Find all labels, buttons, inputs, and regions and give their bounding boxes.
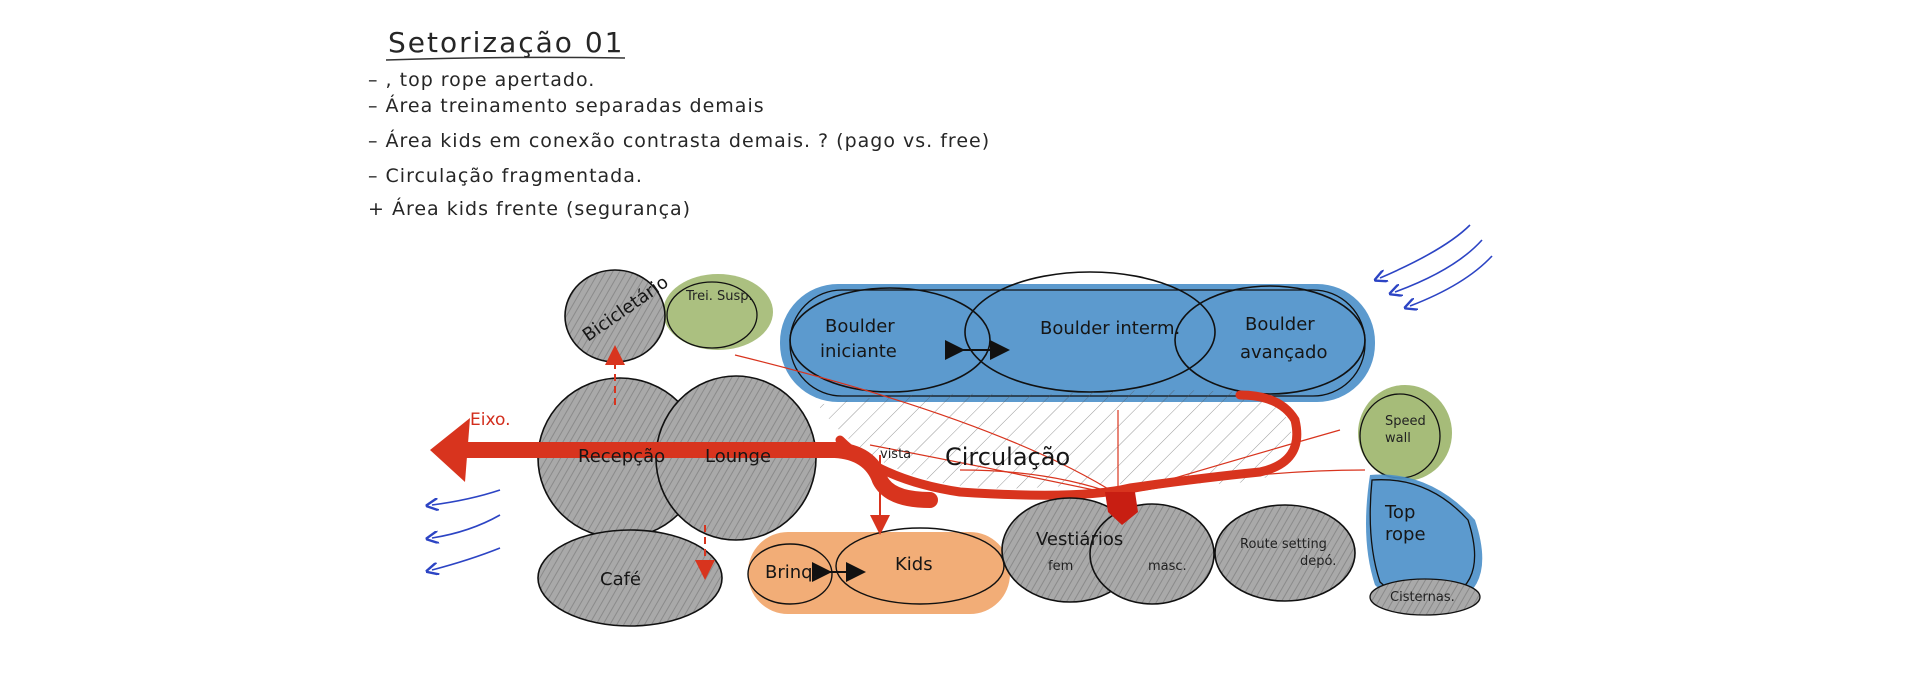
main-axis-arrowhead [430, 418, 470, 482]
recepcao-label: Recepção [578, 446, 665, 467]
route-setting-label: Route setting [1240, 537, 1327, 552]
lounge-label: Lounge [705, 446, 771, 467]
vestiario-masc-label: masc. [1148, 559, 1187, 574]
brinq-label: Brinq. [765, 562, 818, 583]
cafe-zone [537, 529, 723, 627]
treino-susp-label: Trei. Susp. [685, 289, 753, 304]
kids-band [748, 532, 1010, 614]
access-node [1105, 492, 1138, 525]
note-5: + Área kids frente (segurança) [368, 197, 691, 220]
cafe-label: Café [600, 569, 641, 590]
title-underline [385, 56, 626, 61]
speed-wall-label-2: wall [1385, 431, 1411, 446]
circulation-hatch [818, 390, 1293, 489]
cisternas-label: Cisternas. [1390, 590, 1455, 605]
route-depo-label: depó. [1300, 554, 1336, 569]
vestiarios-label: Vestiários [1036, 529, 1123, 550]
wind-arrows-right [1380, 224, 1493, 306]
note-3: – Área kids em conexão contrasta demais.… [368, 129, 990, 152]
boulder-avancado-label-2: avançado [1240, 342, 1328, 363]
boulder-iniciante-label-1: Boulder [825, 316, 895, 337]
circulacao-label: Circulação [945, 443, 1070, 471]
top-rope-label-2: rope [1385, 524, 1426, 545]
kids-label: Kids [895, 554, 933, 575]
boulder-interm-label: Boulder interm. [1040, 318, 1180, 339]
wind-arrows-left [432, 489, 501, 570]
vista-label: vista [880, 447, 911, 462]
eixo-label: Eixo. [470, 410, 511, 430]
boulder-band [780, 284, 1375, 402]
boulder-iniciante-label-2: iniciante [820, 341, 897, 362]
note-4: – Circulação fragmentada. [368, 165, 643, 187]
speed-wall-zone [1358, 385, 1452, 481]
diagram-title: Setorização 01 [388, 26, 624, 59]
note-1: – , top rope apertado. [368, 69, 595, 91]
speed-wall-label-1: Speed [1385, 414, 1426, 429]
access-radials [734, 354, 1366, 496]
vestiario-masc-zone [1089, 503, 1215, 605]
top-rope-zone [1366, 474, 1483, 604]
vestiario-fem-label: fem [1048, 559, 1073, 574]
top-rope-label-1: Top [1384, 502, 1415, 523]
route-setting-zone [1214, 504, 1356, 602]
boulder-avancado-label-1: Boulder [1245, 314, 1315, 335]
cisternas-zone [1369, 578, 1481, 616]
note-2: – Área treinamento separadas demais [368, 94, 765, 117]
